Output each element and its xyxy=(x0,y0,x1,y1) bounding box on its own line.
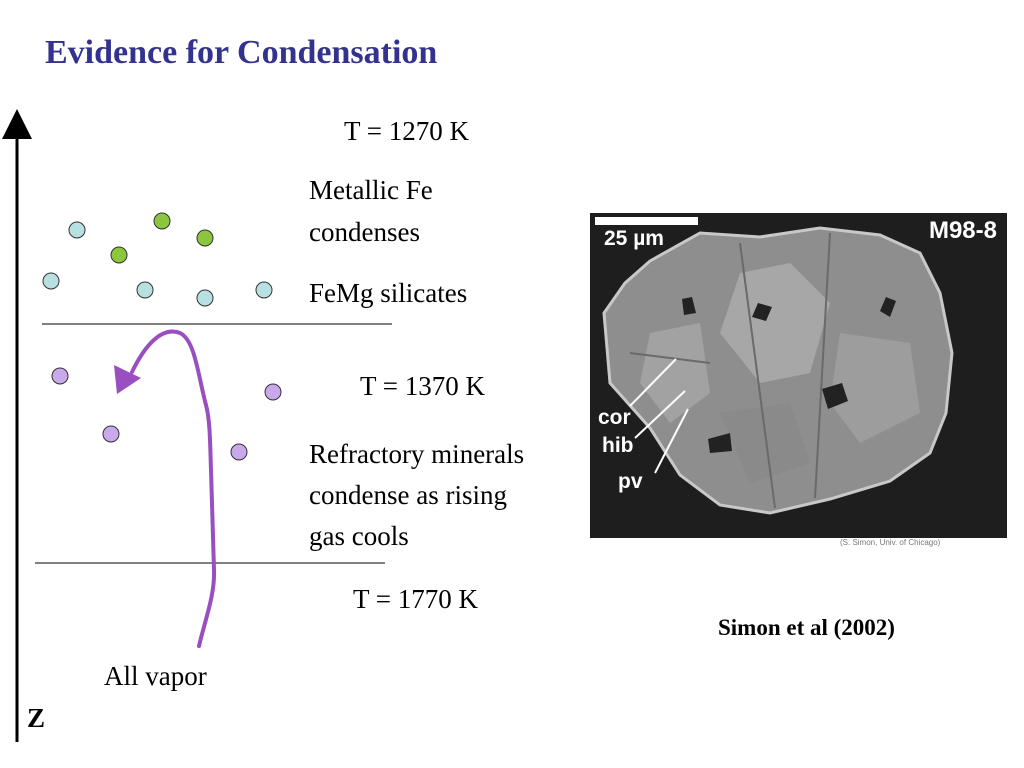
refractory-minerals-label: Refractory minerals condense as rising g… xyxy=(309,439,525,551)
silicate-particle xyxy=(255,281,273,299)
z-axis-label: Z xyxy=(27,703,46,733)
scale-bar xyxy=(595,217,698,225)
refractory-particle xyxy=(51,367,69,385)
silicate-particle xyxy=(68,221,86,239)
arrow-head-icon xyxy=(114,365,141,394)
temperature-label-middle: T = 1370 K xyxy=(360,371,485,401)
slide-title: Evidence for Condensation xyxy=(45,34,438,71)
refractory-particle xyxy=(264,383,282,401)
refractory-particle xyxy=(230,443,248,461)
silicate-particle xyxy=(42,272,60,290)
citation: Simon et al (2002) xyxy=(718,615,895,640)
annotation-pv: pv xyxy=(618,470,643,493)
metallic-fe-label: Metallic Fe condenses xyxy=(309,175,433,247)
refractory-particles xyxy=(51,367,282,461)
silicate-particle xyxy=(136,281,154,299)
temperature-label-top: T = 1270 K xyxy=(344,116,469,146)
metal-particle xyxy=(110,246,128,264)
sample-id-label: M98-8 xyxy=(928,217,997,244)
all-vapor-label: All vapor xyxy=(104,661,207,691)
metal-particles xyxy=(110,212,214,264)
scale-label: 25 µm xyxy=(604,227,664,250)
refractory-particle xyxy=(102,425,120,443)
micrograph-image: 25 µm M98-8 cor hib pv xyxy=(590,213,1007,538)
rising-gas-arrow xyxy=(130,329,217,648)
silicate-particle xyxy=(196,289,214,307)
image-credit: (S. Simon, Univ. of Chicago) xyxy=(840,538,941,547)
condensation-diagram xyxy=(1,109,392,742)
metal-particle xyxy=(196,229,214,247)
metal-particle xyxy=(153,212,171,230)
silicate-particles xyxy=(42,221,273,307)
femg-silicates-label: FeMg silicates xyxy=(309,278,468,308)
annotation-hib: hib xyxy=(602,434,634,457)
inclusion-illustration xyxy=(602,226,954,515)
annotation-cor: cor xyxy=(598,406,631,429)
temperature-label-bottom: T = 1770 K xyxy=(353,584,478,614)
